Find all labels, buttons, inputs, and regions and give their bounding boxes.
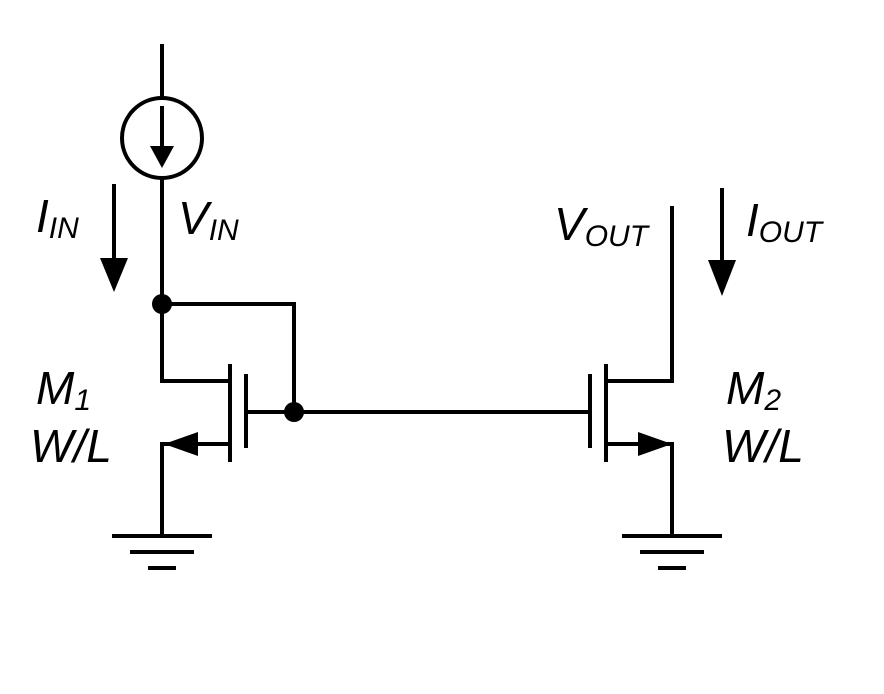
m1-source-arrow — [164, 432, 198, 456]
m2-label: M2 — [726, 362, 781, 417]
iout-label-sub: OUT — [759, 216, 825, 249]
m2-ratio-label: W/L — [722, 420, 804, 472]
m1-label: M1 — [36, 362, 91, 417]
iout-label-main: I — [746, 194, 759, 246]
vout-label-main: V — [554, 198, 589, 250]
m1-label-main: M — [36, 362, 75, 414]
iout-arrow — [708, 188, 736, 296]
transistor-m2 — [588, 206, 674, 538]
m1-ratio-label: W/L — [30, 420, 112, 472]
iout-arrow-head — [708, 260, 736, 296]
ground-m2 — [622, 534, 722, 570]
iout-label: IOUT — [746, 194, 825, 249]
m1-label-sub: 1 — [74, 384, 91, 417]
vin-label-main: V — [178, 192, 213, 244]
iin-arrow-head — [100, 258, 128, 292]
transistor-m1 — [160, 302, 296, 538]
ground-m1 — [112, 534, 212, 570]
iin-label: IIN — [36, 190, 79, 245]
gate-junction-dot — [284, 402, 304, 422]
iin-arrow — [100, 184, 128, 292]
current-source — [120, 44, 204, 306]
iin-label-sub: IN — [49, 212, 79, 245]
current-source-arrow-head — [150, 146, 174, 168]
vin-junction-dot — [152, 294, 172, 314]
m2-label-main: M — [726, 362, 765, 414]
m2-source-arrow — [638, 432, 672, 456]
m2-label-sub: 2 — [763, 384, 781, 417]
vout-label-sub: OUT — [585, 220, 651, 253]
vin-label-sub: IN — [209, 214, 239, 247]
iin-label-main: I — [36, 190, 49, 242]
vout-label: VOUT — [554, 198, 651, 253]
vin-label: VIN — [178, 192, 239, 247]
